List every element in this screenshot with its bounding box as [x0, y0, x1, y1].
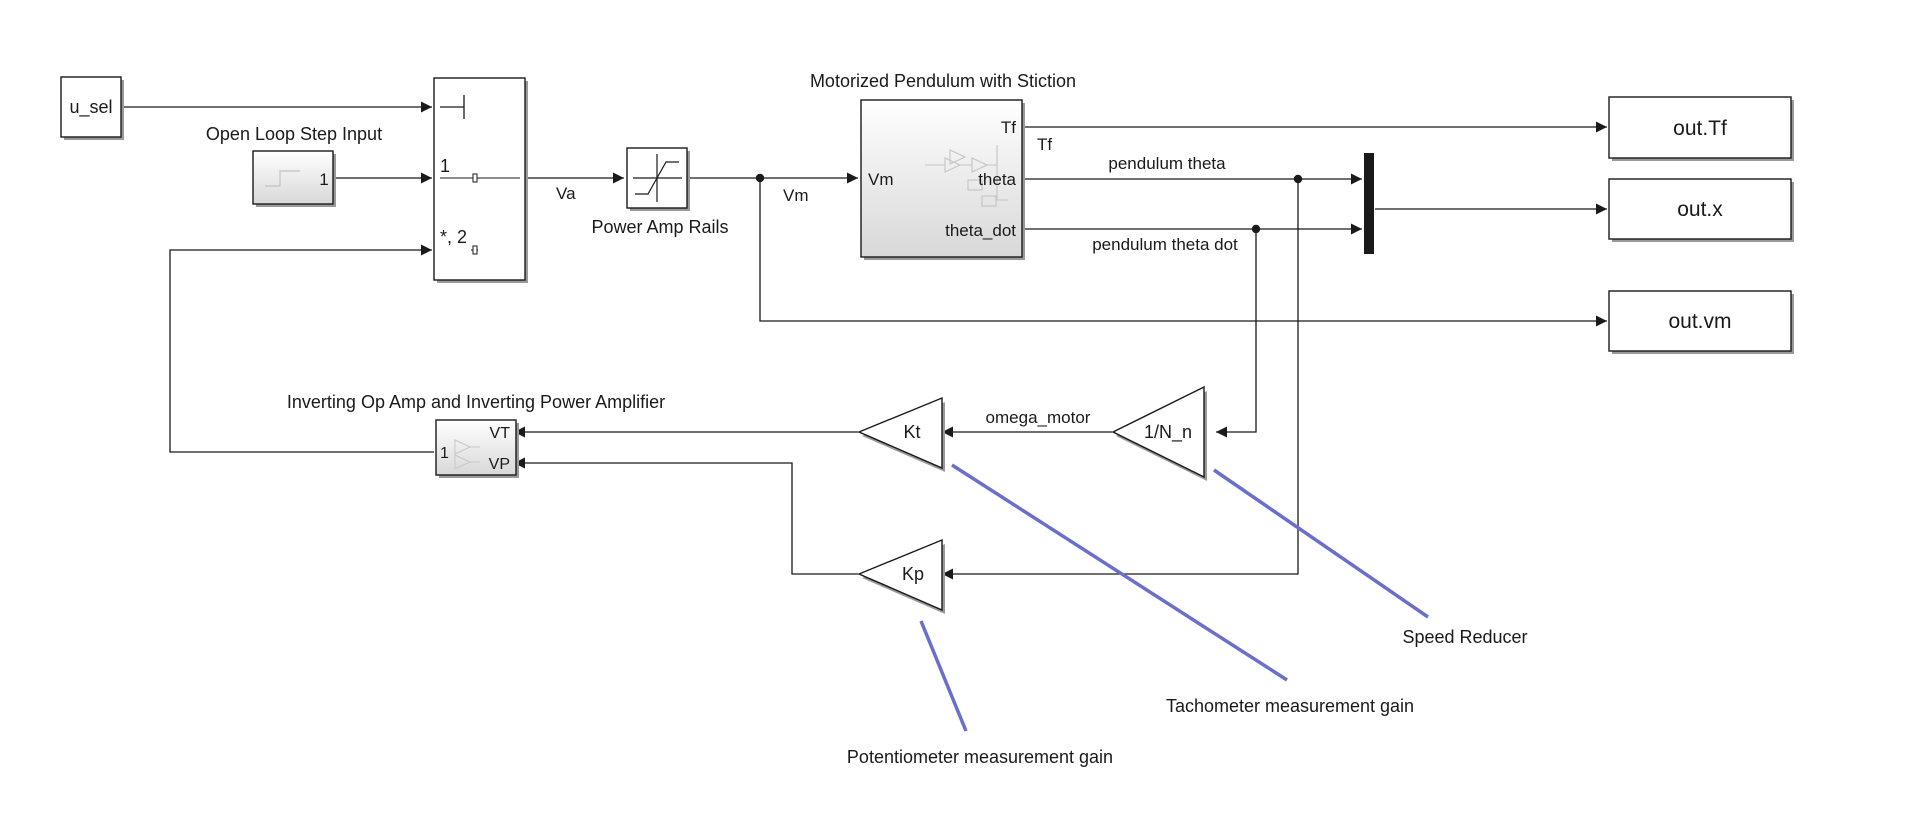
pendulum-title: Motorized Pendulum with Stiction: [810, 71, 1076, 91]
wire-vm-out[interactable]: [759, 178, 1607, 327]
switch-port-1: 1: [440, 156, 450, 176]
u-sel-label: u_sel: [69, 97, 112, 118]
speed-reducer-pointer: [1213, 468, 1429, 619]
u-sel-block[interactable]: u_sel: [60, 76, 124, 140]
signal-tf: Tf: [1037, 135, 1052, 154]
junction-theta: [1293, 174, 1303, 184]
wire-kp-amp[interactable]: [514, 457, 858, 575]
signal-vm: Vm: [783, 186, 809, 205]
pot-pointer: [919, 620, 968, 732]
out-x-label: out.x: [1677, 198, 1723, 221]
step-glyph-icon: [265, 170, 300, 187]
amp-out-vp: VP: [489, 456, 510, 473]
step-title: Open Loop Step Input: [206, 124, 382, 144]
annotation-tachometer: Tachometer measurement gain: [1166, 696, 1414, 716]
step-value: 1: [319, 170, 328, 189]
saturation-icon: [633, 154, 682, 202]
signal-pendulum-theta: pendulum theta: [1108, 154, 1226, 173]
amp-in-1: 1: [440, 445, 449, 462]
subsystem-preview-icon: [925, 145, 1008, 207]
inverting-amp-block[interactable]: 1 VT VP: [435, 419, 519, 478]
switch-control-icon: [440, 95, 465, 119]
kt-gain-block[interactable]: Kt: [857, 396, 945, 472]
wire-amp-switch[interactable]: [169, 244, 434, 453]
junction-thetadot: [1251, 224, 1261, 234]
out-x-block[interactable]: out.x: [1608, 178, 1794, 242]
junction-vm: [755, 173, 765, 183]
pendulum-in-vm: Vm: [868, 170, 894, 189]
out-vm-block[interactable]: out.vm: [1608, 290, 1794, 354]
amp-preview-icon: [454, 439, 480, 470]
power-amp-rails-block[interactable]: [626, 147, 690, 211]
kp-label: Kp: [902, 564, 924, 584]
signal-omega-motor: omega_motor: [986, 408, 1091, 427]
amp-title: Inverting Op Amp and Inverting Power Amp…: [287, 392, 665, 412]
annotation-potentiometer: Potentiometer measurement gain: [847, 747, 1113, 767]
power-amp-rails-label: Power Amp Rails: [591, 217, 728, 237]
mux-block[interactable]: [1364, 153, 1374, 254]
pendulum-subsystem-block[interactable]: Vm Tf theta theta_dot: [860, 99, 1025, 260]
annotation-lines: [919, 463, 1429, 732]
out-vm-label: out.vm: [1668, 310, 1731, 333]
out-tf-label: out.Tf: [1673, 117, 1727, 140]
kp-gain-block[interactable]: Kp: [857, 538, 945, 614]
kt-label: Kt: [903, 422, 920, 442]
signal-lines: [122, 101, 1607, 580]
switch-port-2: *, 2: [440, 227, 467, 247]
nn-label: 1/N_n: [1144, 422, 1192, 443]
wire-theta-kp[interactable]: [942, 179, 1299, 580]
tach-pointer: [951, 463, 1288, 682]
out-tf-block[interactable]: out.Tf: [1608, 96, 1794, 161]
amp-out-vt: VT: [490, 425, 511, 442]
nn-gain-block[interactable]: 1/N_n: [1111, 385, 1207, 481]
signal-pendulum-thetadot: pendulum theta dot: [1092, 235, 1238, 254]
pendulum-out-thetadot: theta_dot: [945, 221, 1016, 240]
pendulum-out-tf: Tf: [1001, 118, 1016, 137]
step-input-block[interactable]: 1: [252, 150, 336, 207]
annotation-speed-reducer: Speed Reducer: [1402, 627, 1527, 647]
pendulum-out-theta: theta: [978, 170, 1016, 189]
multiport-switch-block[interactable]: 1 *, 2: [433, 77, 528, 283]
signal-va: Va: [556, 184, 576, 203]
wire-thetadot-nn[interactable]: [1216, 229, 1257, 438]
